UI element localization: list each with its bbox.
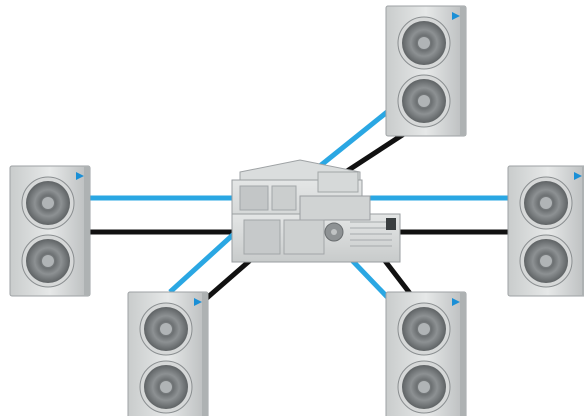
outdoor-unit-bottom-left xyxy=(127,291,209,416)
pipe-refrigerant-bottom-left xyxy=(168,230,238,294)
outdoor-unit-bottom-right xyxy=(385,291,467,416)
outdoor-unit-right xyxy=(507,165,584,297)
outdoor-unit-top-right xyxy=(385,5,467,137)
air-handling-unit xyxy=(231,159,401,263)
outdoor-unit-left xyxy=(9,165,91,297)
